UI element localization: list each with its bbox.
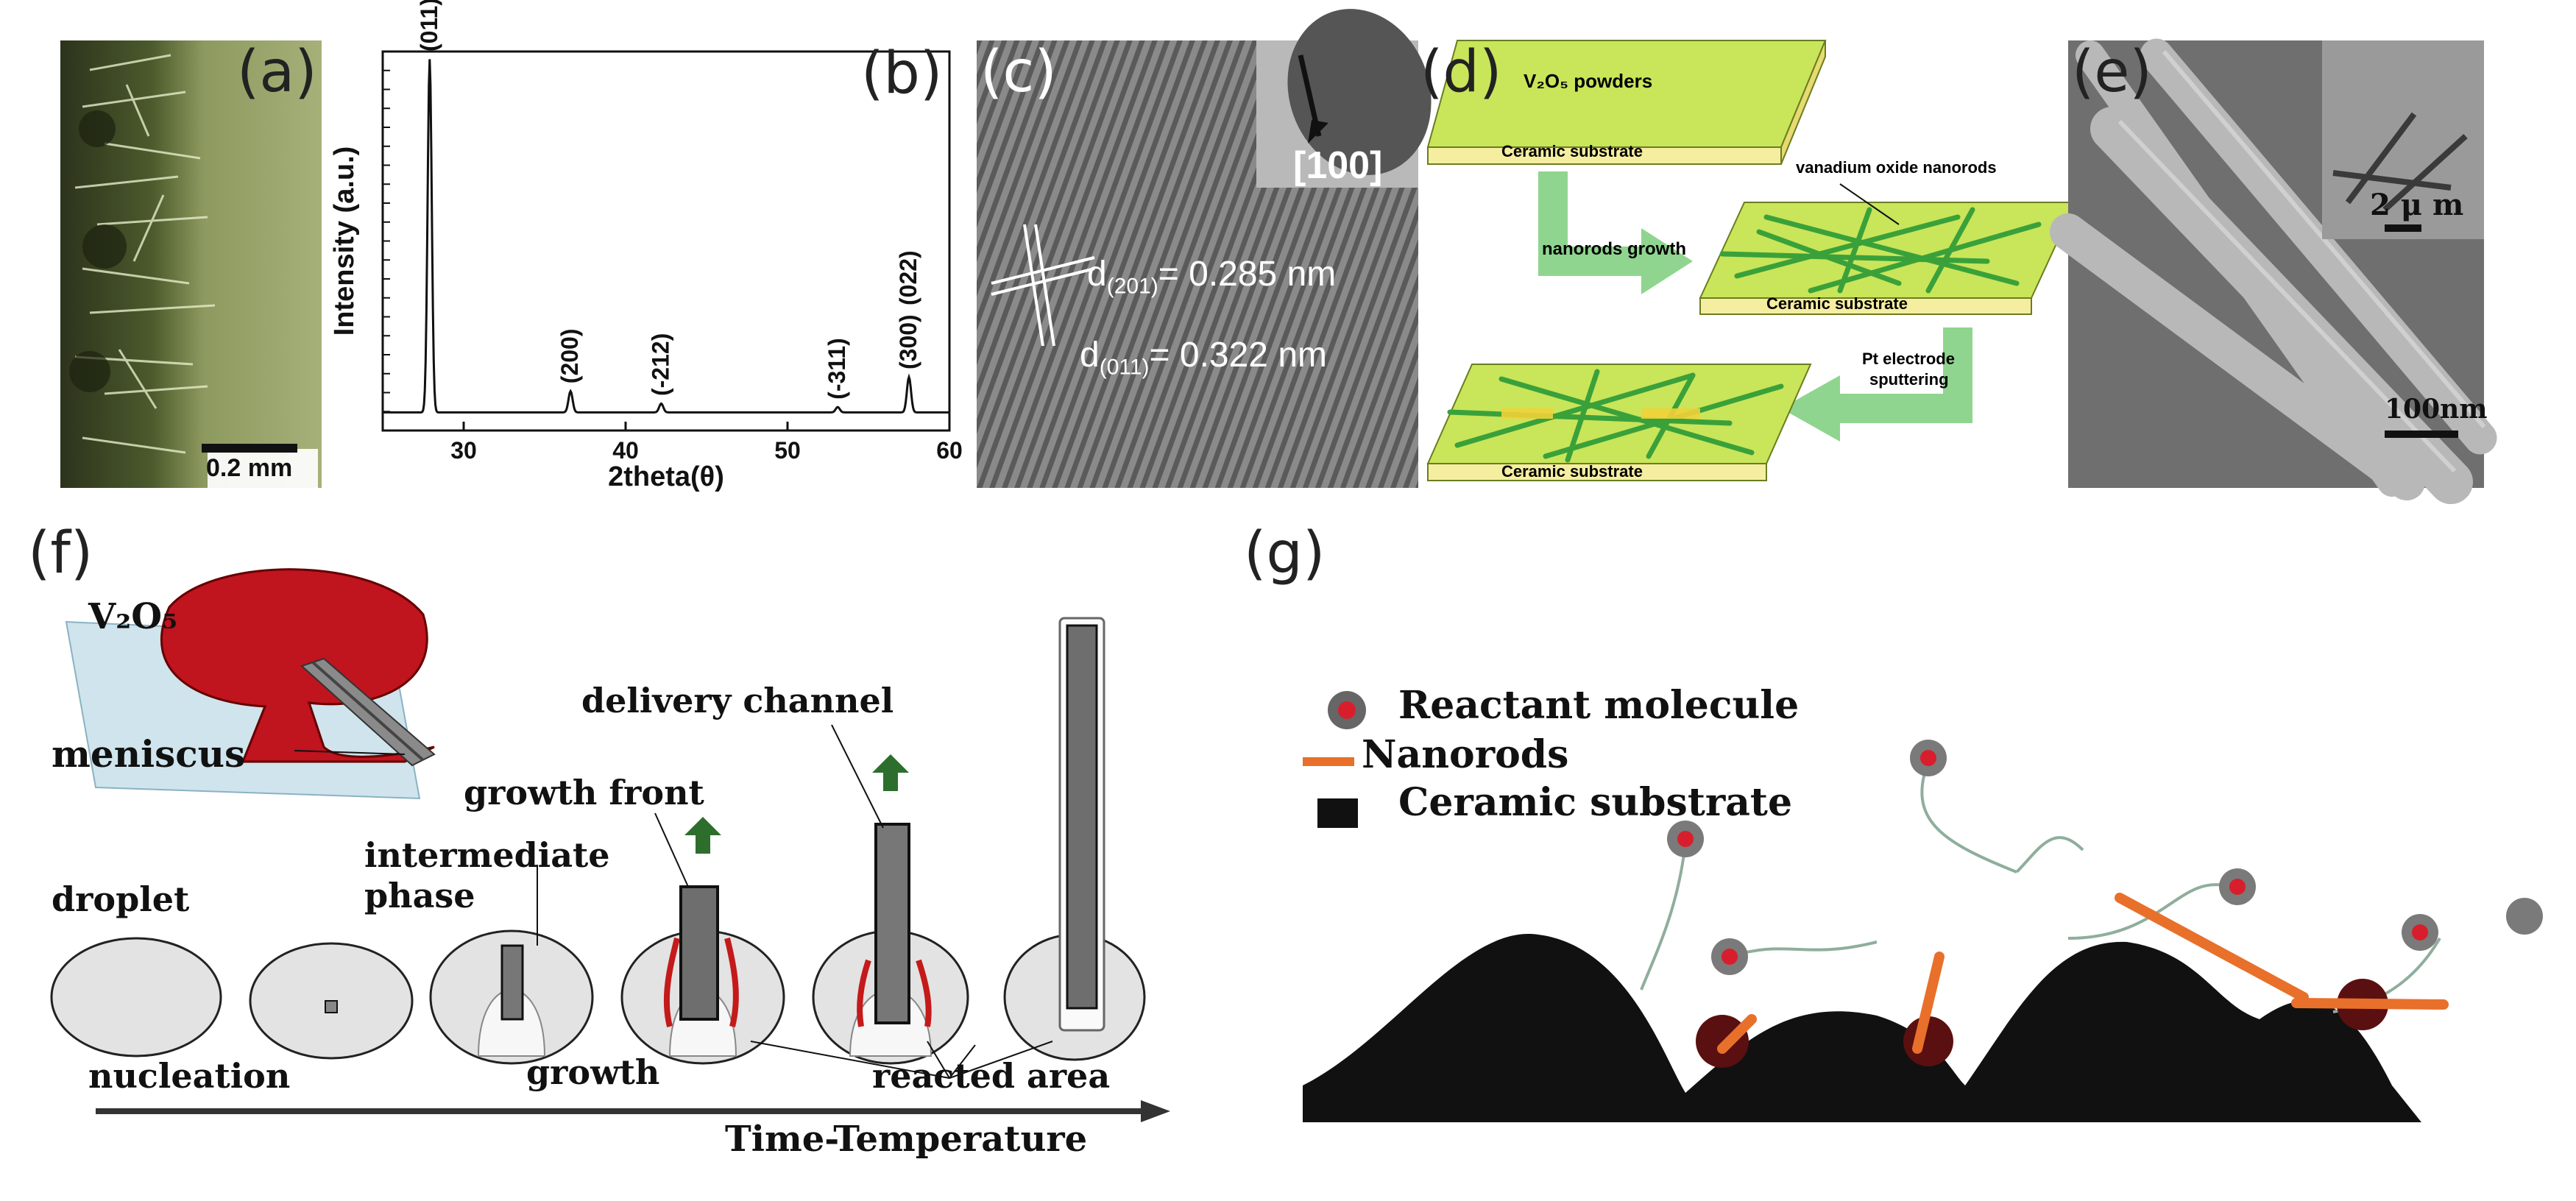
d-spacing-011: d(011)= 0.322 nm	[1080, 335, 1327, 380]
d1-index: (201)	[1106, 274, 1158, 299]
x-tick-label: 50	[774, 437, 801, 464]
time-temperature-label: Time-Temperature	[725, 1119, 1088, 1160]
inset-scale-label: 2 μ m	[2370, 188, 2464, 222]
legend-reactant-label: Reactant molecule	[1398, 683, 1800, 728]
peak-label-022: (022)	[895, 250, 921, 305]
panel-b-chart: 30 40 50 60 (011) (200) (-212) (-311) (300) (022)…	[324, 0, 964, 492]
growth-mechanism-diagram	[50, 568, 1170, 1122]
d2-symbol: d	[1080, 336, 1100, 375]
scale-bar-label: 0.2 mm	[206, 454, 293, 482]
substrate-label-3: Ceramic substrate	[1501, 462, 1643, 481]
meniscus-label: meniscus	[52, 732, 246, 776]
panel-a-label: (a)	[237, 39, 317, 105]
substrate-block-icon	[1317, 798, 1358, 828]
d1-value: = 0.285 nm	[1158, 255, 1337, 294]
panel-f-label: (f)	[28, 520, 93, 587]
panel-c-tem-image: [100] d(201)= 0.285 nm d(011)= 0.322 nm …	[977, 9, 1432, 488]
panel-d-label: (d)	[1420, 39, 1502, 105]
panel-e-label: (e)	[2072, 39, 2152, 105]
droplet-label: droplet	[52, 879, 190, 919]
phase-label: phase	[364, 876, 475, 915]
x-tick-label: 40	[612, 437, 639, 464]
step-growth-label: nanorods growth	[1542, 239, 1686, 259]
xrd-plot: 30 40 50 60 (011) (200) (-212) (-311) (300) (022)…	[329, 0, 963, 492]
y-axis-label: Intensity (a.u.)	[329, 146, 360, 336]
panel-g-label: (g)	[1244, 520, 1326, 587]
delivery-channel-label: delivery channel	[581, 681, 894, 720]
xrd-curve	[383, 59, 949, 414]
peak-label: (300)	[895, 314, 921, 369]
peak-label: (200)	[556, 328, 583, 383]
legend-substrate-label: Ceramic substrate	[1398, 780, 1793, 825]
growth-label: growth	[526, 1052, 660, 1092]
substrate-growth-diagram	[1303, 691, 2543, 1122]
scale-label: 100nm	[2385, 394, 2488, 425]
step-sputter-label-2: sputtering	[1869, 370, 1949, 389]
peak-label: (-212)	[647, 333, 673, 396]
panel-e-sem-image: 2 μ m 100nm (e)	[2050, 38, 2497, 504]
step-sputter-label-1: Pt electrode	[1862, 350, 1955, 368]
panel-a-photo: 0.2 mm (a)	[60, 39, 322, 488]
x-tick-label: 60	[936, 437, 963, 464]
panel-g-growth-model: Reactant molecule Nanorods Ceramic subst…	[1244, 520, 2543, 1174]
nanorod-spikes-graphic	[69, 54, 318, 488]
panel-c-label: (c)	[980, 39, 1057, 105]
legend-nanorods-label: Nanorods	[1362, 732, 1569, 777]
zone-axis-label: [100]	[1293, 144, 1383, 187]
panel-d-schematic: V₂O₅ powders Ceramic substrate vanadium …	[1420, 39, 2077, 489]
powder-label: V₂O₅ powders	[1524, 70, 1653, 92]
intermediate-label: intermediate	[364, 835, 610, 875]
x-tick-label: 30	[450, 437, 477, 464]
reacted-area-label: reacted area	[872, 1056, 1111, 1096]
nanorods-sem-graphic	[2050, 38, 2497, 504]
x-axis-label: 2theta(θ)	[608, 461, 724, 492]
substrate-label-2: Ceramic substrate	[1766, 294, 1908, 313]
nucleation-label: nucleation	[88, 1056, 291, 1096]
scale-bar	[202, 444, 297, 453]
reactant-molecule-icon	[1328, 691, 1366, 729]
d2-value: = 0.322 nm	[1149, 336, 1328, 375]
d-spacing-201: d(201)= 0.285 nm	[1087, 254, 1336, 300]
lattice-fringes-graphic	[977, 9, 1432, 488]
substrate-label-1: Ceramic substrate	[1501, 142, 1643, 160]
peak-label: (011)	[416, 0, 442, 52]
v2o5-label: V₂O₅	[88, 596, 178, 637]
fabrication-process-diagram	[1426, 40, 2077, 481]
panel-f-growth-mechanism: V₂O₅ meniscus delivery channel growth fr…	[22, 520, 1178, 1181]
nanorods-label: vanadium oxide nanorods	[1796, 158, 1997, 177]
peak-label: (-311)	[824, 338, 850, 400]
panel-b-label: (b)	[861, 40, 943, 107]
growth-front-label: growth front	[464, 773, 704, 812]
d1-symbol: d	[1087, 255, 1107, 294]
d2-index: (011)	[1099, 355, 1150, 380]
